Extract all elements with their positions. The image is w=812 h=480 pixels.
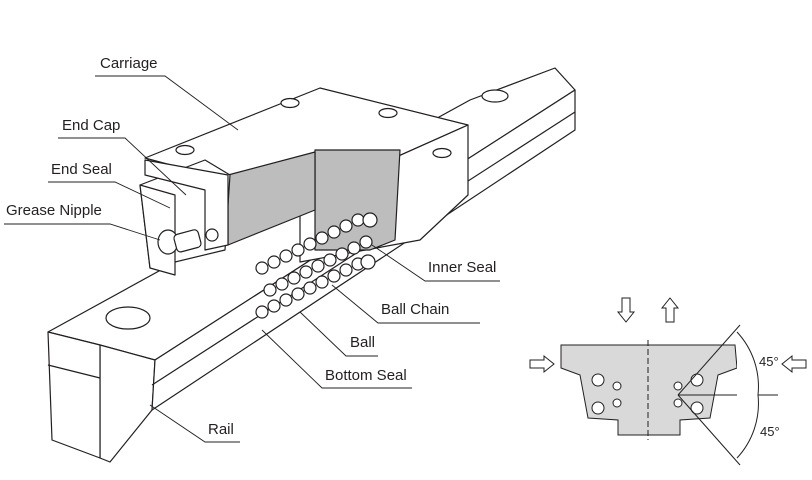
angle-top-label: 45°: [759, 354, 779, 369]
label-ball-chain: Ball Chain: [381, 301, 450, 318]
label-bottom-seal: Bottom Seal: [325, 367, 407, 384]
grease-nipple-shape: [157, 228, 219, 255]
label-rail: Rail: [208, 421, 234, 438]
label-inner-seal: Inner Seal: [428, 259, 497, 276]
label-end-cap: End Cap: [62, 117, 121, 134]
angle-bottom-label: 45°: [760, 424, 780, 439]
label-carriage: Carriage: [100, 55, 158, 72]
ball-chain-shape: [255, 212, 378, 319]
load-direction-diagram: [529, 297, 807, 466]
label-end-seal: End Seal: [51, 161, 112, 178]
label-ball: Ball: [350, 334, 376, 351]
label-grease-nipple: Grease Nipple: [6, 202, 102, 219]
leader-lines: [4, 75, 500, 443]
